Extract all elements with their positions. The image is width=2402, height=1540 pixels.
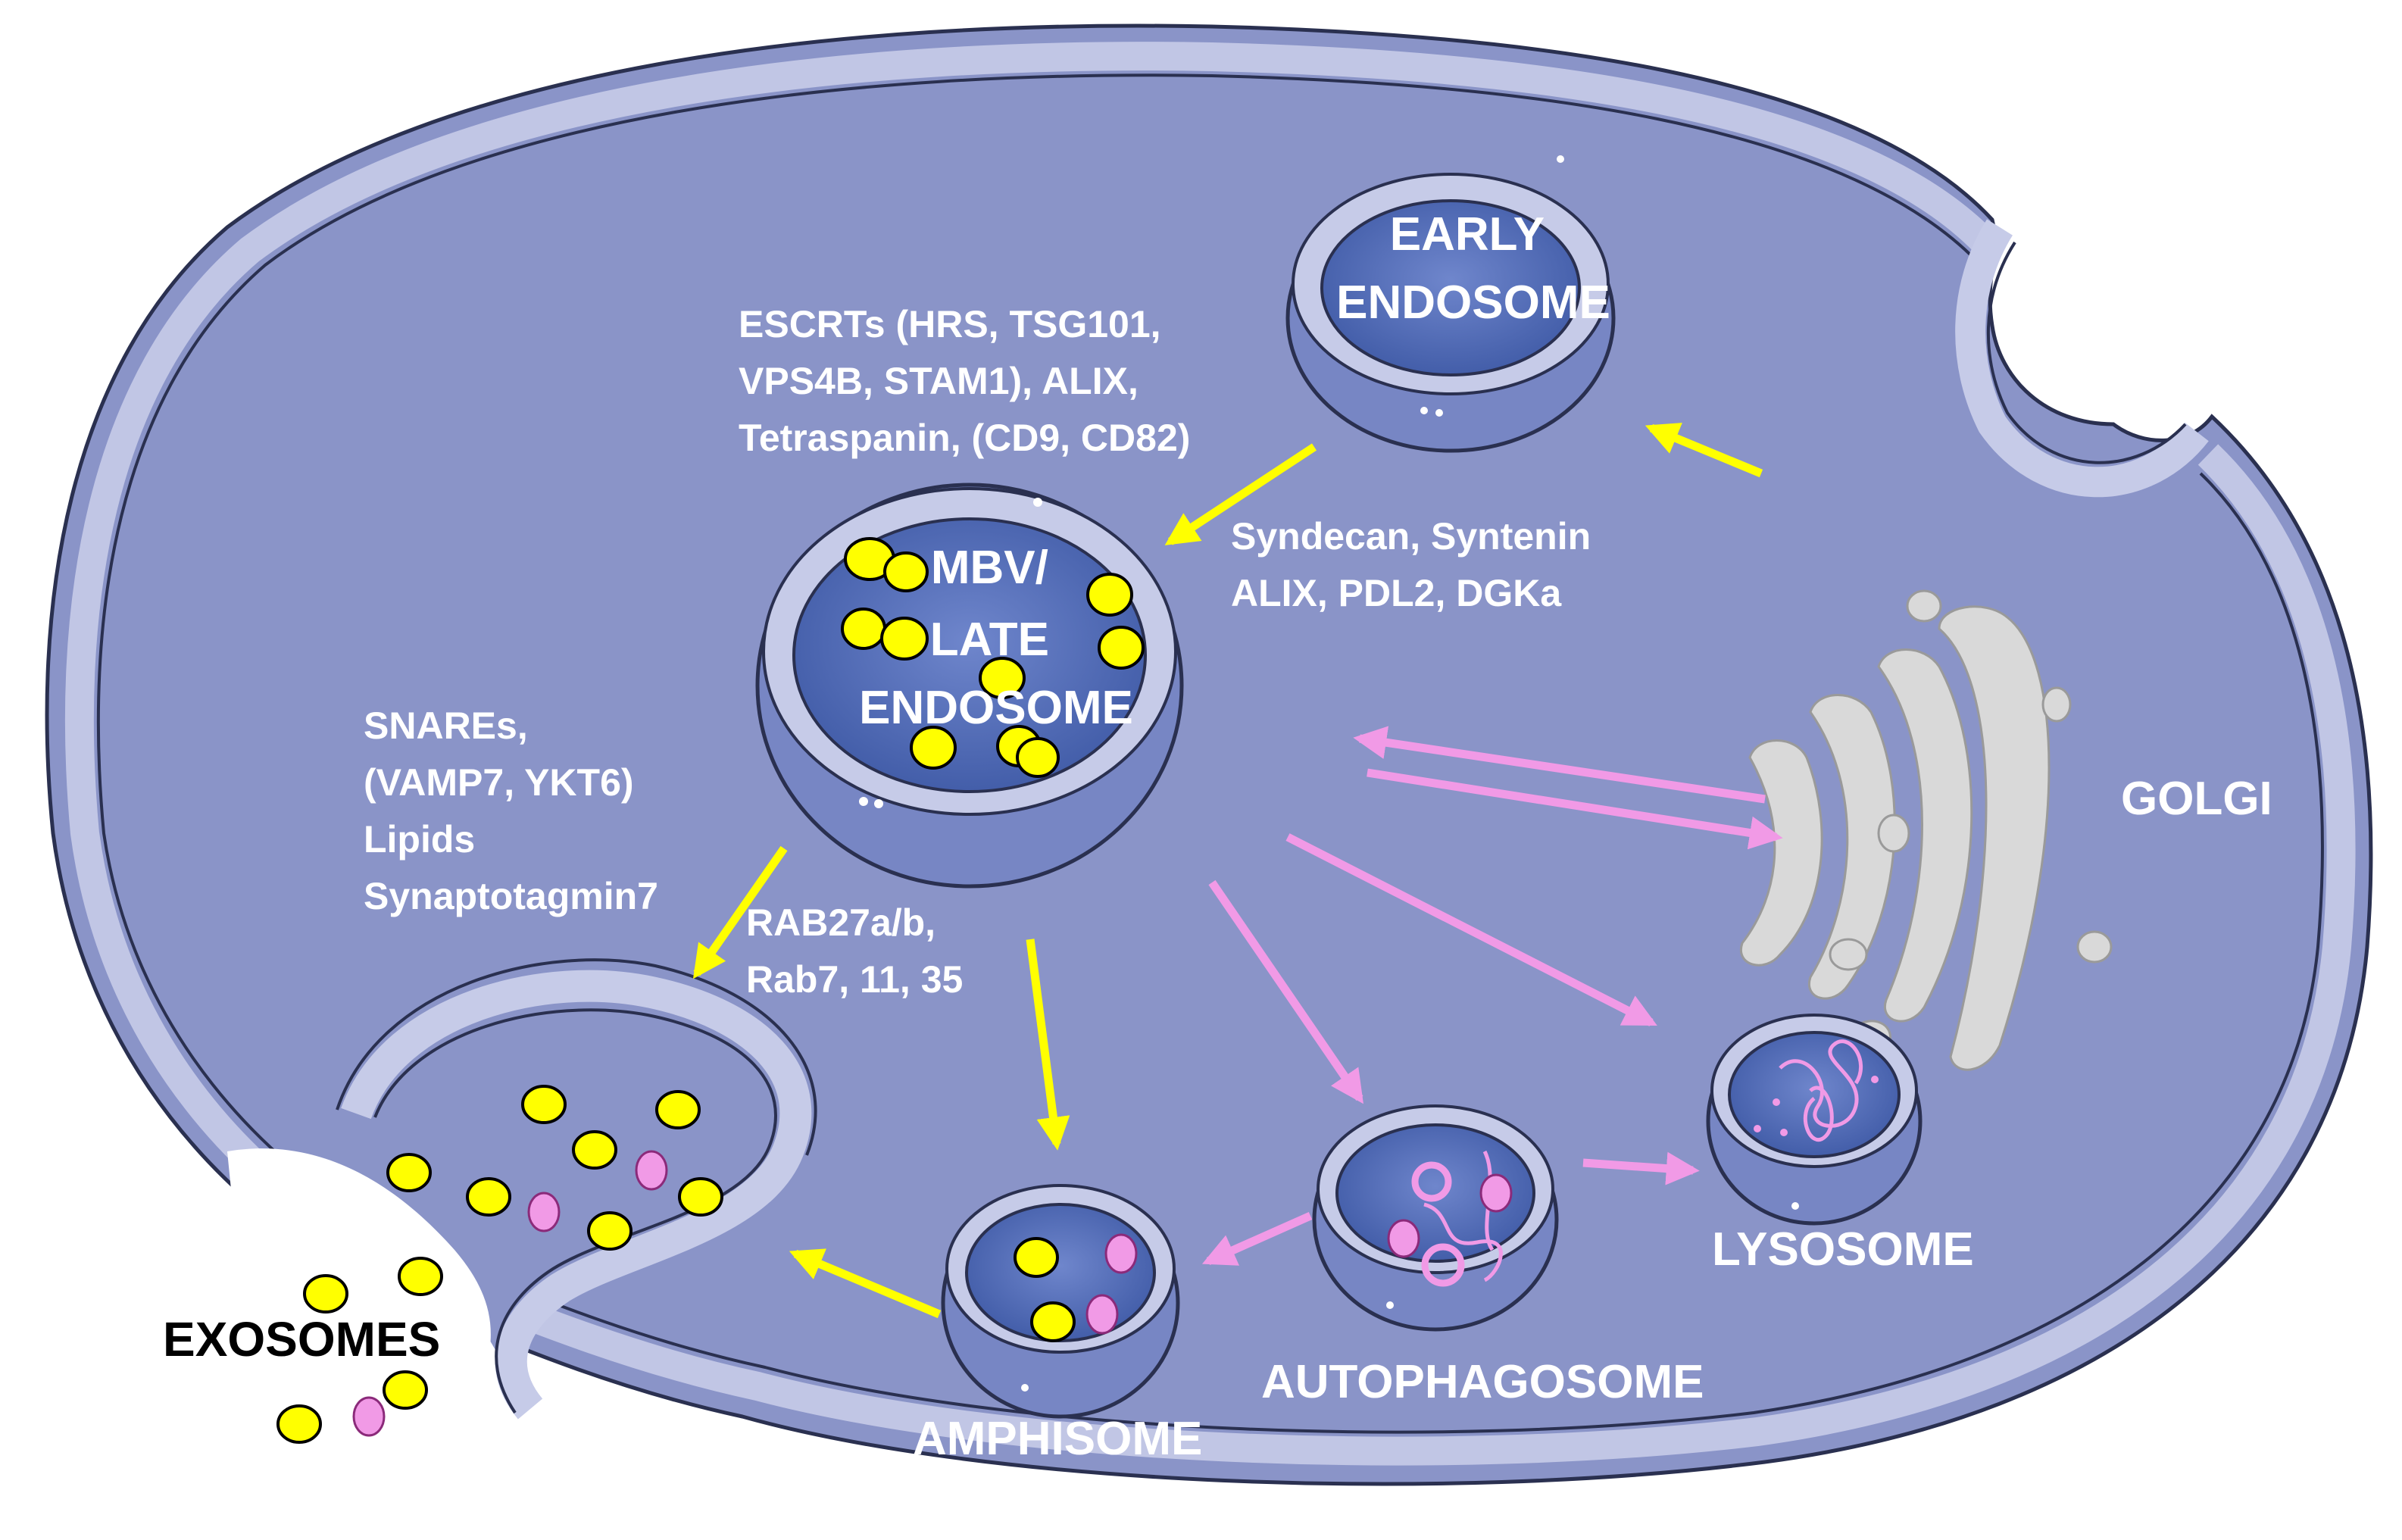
golgi-cisterna: [1739, 739, 1823, 967]
degraded-material: [1779, 1039, 1863, 1142]
exosome-vesicle: [398, 1257, 443, 1296]
syndecan-annotation: Syndecan, Syntenin ALIX, PDL2, DGKa: [1231, 515, 1601, 614]
golgi-vesicle: [1829, 938, 1868, 971]
exosome-vesicle: [678, 1177, 723, 1217]
pink-arrows: [1201, 726, 1783, 1266]
autophagic-cargo-ring: [1421, 1243, 1465, 1287]
intraluminal-vesicle: [1098, 626, 1145, 670]
snares-annotation: SNAREs, (VAMP7, YKT6) Lipids Synaptotagm…: [364, 704, 658, 917]
exosome-vesicle: [383, 1370, 428, 1410]
intraluminal-vesicle: [1086, 573, 1133, 617]
amphisome-vesicle: [1030, 1301, 1076, 1342]
golgi-vesicle: [1906, 589, 1942, 623]
exosome-vesicle: [655, 1090, 701, 1129]
exosome-vesicle: [587, 1211, 633, 1251]
amphisome: [941, 1184, 1180, 1419]
golgi-cisterna: [1938, 605, 2051, 1071]
intraluminal-vesicles: [841, 537, 1145, 778]
amphisome-vesicle: [1014, 1237, 1059, 1278]
golgi-cisterna: [1807, 694, 1896, 1000]
protein-aggregate: [1085, 1294, 1119, 1335]
protein-aggregate: [1479, 1173, 1513, 1213]
arrow-late-endosome-to-pocket: [692, 845, 788, 979]
protein-aggregate: [352, 1396, 386, 1437]
lysosome: [1706, 1014, 1923, 1226]
exosomes-label: EXOSOMES: [163, 1312, 440, 1367]
early-endosome-label: EARLY ENDOSOME: [1336, 208, 1610, 329]
arrow-amphisome-to-pocket: [789, 1248, 942, 1319]
arrow-early-to-late-endosome: [1164, 443, 1317, 545]
protein-aggregate: [527, 1192, 561, 1232]
early-endosome: [1285, 155, 1616, 453]
pocket-vesicles: [386, 1085, 723, 1251]
escrt-annotation: ESCRTs (HRS, TSG101, VPS4B, STAM1), ALIX…: [739, 303, 1190, 459]
intraluminal-vesicle: [979, 657, 1026, 699]
golgi-vesicle: [1877, 814, 1910, 853]
released-exosomes: [276, 1257, 443, 1444]
intraluminal-vesicle: [841, 608, 886, 650]
protein-aggregate: [1104, 1233, 1138, 1274]
autophagosome-label: AUTOPHAGOSOME: [1261, 1356, 1704, 1408]
golgi-cisterna: [1877, 648, 1973, 1023]
endocytic-pit: [1955, 219, 2209, 498]
exosome-vesicle: [572, 1130, 617, 1170]
rab-annotation: RAB27a/b, Rab7, 11, 35: [746, 901, 963, 1001]
arrow-pit-to-early-endosome: [1645, 423, 1763, 478]
arrow-autophagosome-to-amphisome: [1201, 1211, 1313, 1266]
golgi-label: GOLGI: [2121, 773, 2272, 825]
exosome-vesicle: [521, 1085, 567, 1124]
arrow-late-endosome-to-golgi: [1367, 768, 1783, 850]
arrow-late-endosome-to-amphisome: [1026, 939, 1070, 1151]
protein-aggregate: [635, 1150, 668, 1191]
autophagosome: [1312, 1104, 1559, 1332]
arrow-autophagosome-to-lysosome: [1582, 1151, 1700, 1185]
intraluminal-vesicle: [883, 551, 929, 592]
late-endosome-label: MBV/ LATE ENDOSOME: [859, 542, 1133, 734]
exosome-vesicle: [276, 1404, 322, 1444]
autophagic-cargo-ring: [1411, 1161, 1452, 1202]
arrow-late-endosome-to-autophagosome: [1208, 879, 1363, 1104]
golgi-apparatus: [1739, 589, 2113, 1085]
arrow-golgi-to-late-endosome: [1353, 726, 1766, 804]
lysosome-label: LYSOSOME: [1712, 1223, 1974, 1276]
exosome-vesicle: [303, 1274, 348, 1314]
protein-aggregate: [1387, 1219, 1420, 1258]
intraluminal-vesicle: [1016, 737, 1060, 778]
golgi-vesicle: [2076, 930, 2113, 964]
amphisome-label: AMPHISOME: [913, 1413, 1202, 1465]
arrow-late-endosome-to-lysosome: [1285, 833, 1657, 1026]
yellow-arrows: [692, 423, 1763, 1319]
intraluminal-vesicle: [880, 617, 929, 661]
exosome-vesicle: [466, 1177, 511, 1217]
intraluminal-vesicle: [910, 726, 957, 770]
golgi-vesicle: [2041, 686, 2072, 723]
exosome-vesicle: [386, 1153, 432, 1192]
